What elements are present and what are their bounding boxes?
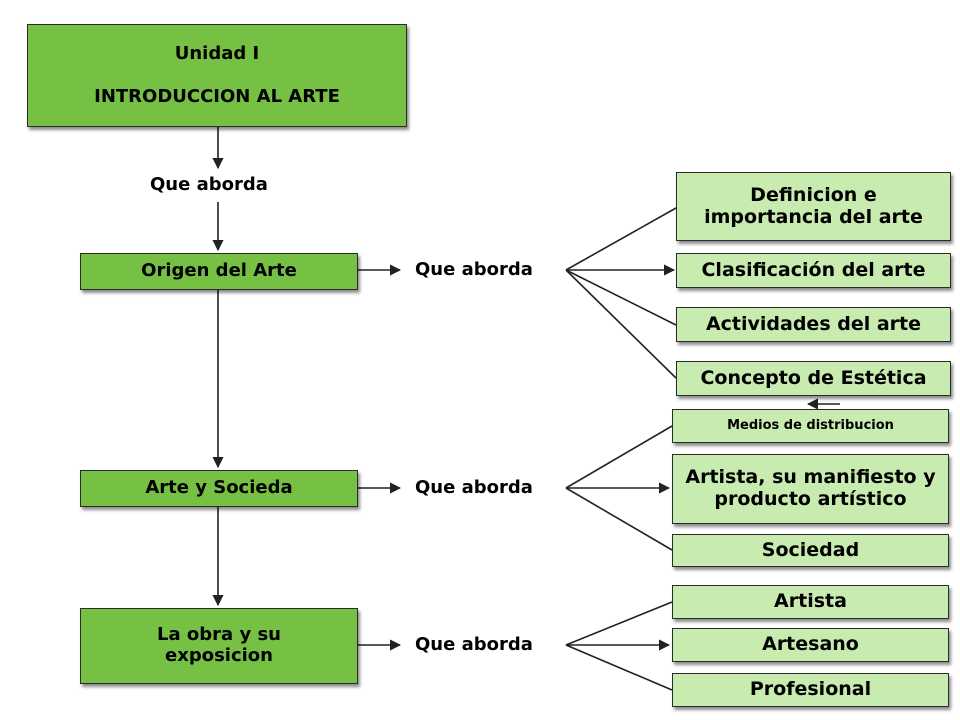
topic-box: Artista, su manifiesto y producto artíst… [672,454,949,524]
connector-label: Que aborda [415,477,533,498]
fan-line [565,425,673,489]
section-obra-title: La obra y su exposicion [157,624,281,666]
unit-label: Unidad I [174,42,260,64]
connector-label: Que aborda [150,174,268,195]
topic-box: Clasificación del arte [676,253,951,288]
topic-box: Artesano [672,628,949,662]
unit-title: INTRODUCCION AL ARTE [94,85,340,107]
topic-box: Concepto de Estética [676,361,951,396]
fan-line [565,207,677,271]
topic-box: Medios de distribucion [672,409,949,443]
fan-line [565,487,673,551]
unit-title-box: Unidad I INTRODUCCION AL ARTE [27,24,407,127]
fan-line [565,601,673,646]
topic-label: Definicion e importancia del arte [704,183,923,228]
topic-label: Artista, su manifiesto y producto artíst… [685,466,936,510]
topic-box: Definicion e importancia del arte [676,172,951,241]
fan-line [565,269,677,326]
topic-box: Sociedad [672,534,949,567]
section-origen-box: Origen del Arte [80,253,358,290]
connector-label: Que aborda [415,259,533,280]
topic-box: Actividades del arte [676,307,951,342]
connector-label: Que aborda [415,634,533,655]
topic-box: Profesional [672,673,949,707]
topic-box: Artista [672,585,949,619]
fan-line [565,269,677,379]
section-sociedad-box: Arte y Socieda [80,470,358,507]
fan-line [565,644,673,691]
section-obra-box: La obra y su exposicion [80,608,358,684]
